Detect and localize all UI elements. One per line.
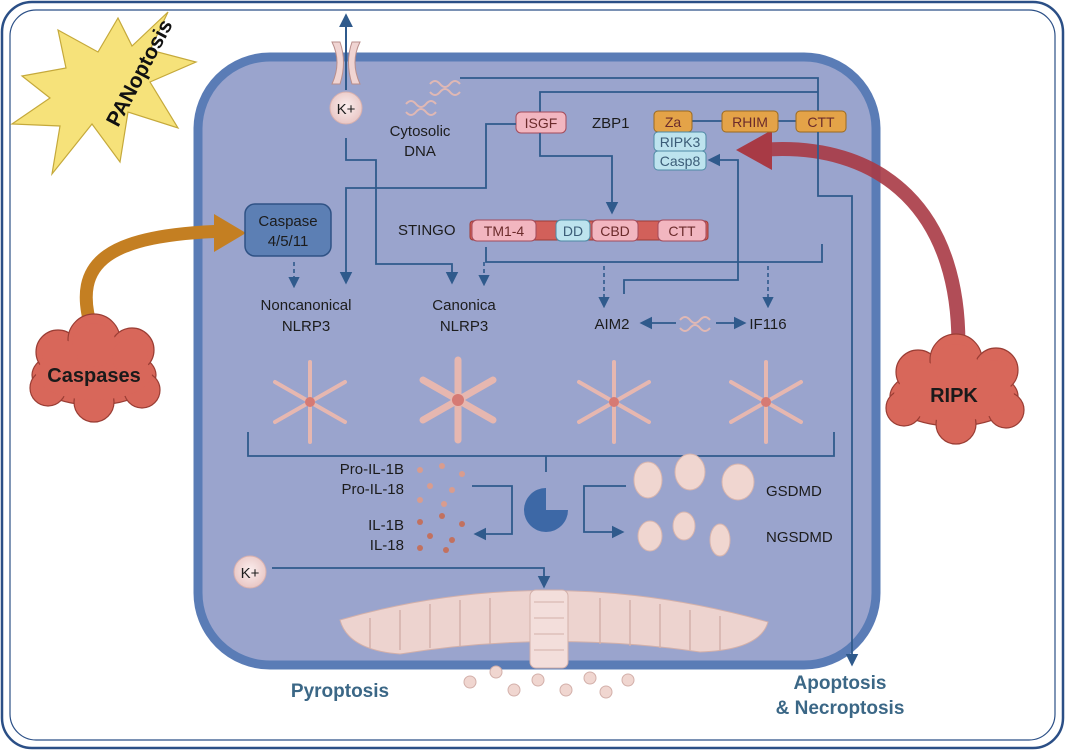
- zbp1-label: ZBP1: [592, 115, 630, 132]
- ngsdmd-fragment-icons: [637, 511, 731, 557]
- cleavage-arrows: [472, 485, 626, 541]
- ripk-arrow-shaft: [753, 142, 966, 367]
- cbd-domain: [591, 219, 639, 242]
- gsdmd-label: GSDMD: [766, 483, 822, 500]
- caspases-arrow-head: [214, 214, 246, 252]
- canonical-nlrp3-label: NLRP3: [440, 318, 488, 335]
- noncanonical-label: Noncanonical: [261, 297, 352, 314]
- ripk3-label: RIPK3: [660, 134, 701, 150]
- pathway-arrows: [272, 123, 859, 667]
- pro-il1b-label: Pro-IL-1B: [340, 461, 404, 478]
- aim2-label: AIM2: [594, 316, 629, 333]
- gsdmd-pore: [339, 589, 769, 669]
- cytokine-dots: [417, 463, 465, 553]
- ctt-zbp1-label: CTT: [807, 114, 835, 130]
- isgf-label: ISGF: [525, 115, 558, 131]
- k-ion-bottom: [233, 555, 267, 589]
- necroptosis-label: & Necroptosis: [776, 698, 905, 719]
- dna-icon: [405, 80, 461, 116]
- ctt-sting-label: CTT: [668, 223, 696, 239]
- apoptosis-label: Apoptosis: [794, 673, 887, 694]
- caspase-box: [244, 203, 332, 257]
- ngsdmd-label: NGSDMD: [766, 529, 833, 546]
- casp8-label: Casp8: [660, 153, 701, 169]
- dna-connectors: [460, 77, 819, 112]
- za-label: Za: [665, 114, 682, 130]
- ripk-label: RIPK: [930, 385, 978, 407]
- tm-label: TM1-4: [484, 223, 525, 239]
- rhim-domain: [721, 110, 779, 133]
- released-cytokines: [463, 665, 635, 699]
- k-ion-top: [329, 91, 363, 125]
- pro-il18-label: Pro-IL-18: [341, 481, 404, 498]
- caspase-box-line1: Caspase: [258, 213, 317, 230]
- dna-icon-small: [679, 316, 711, 332]
- cbd-label: CBD: [600, 223, 630, 239]
- inflammasome-complex-2: [419, 356, 497, 444]
- inflammasome-complex-4: [729, 360, 803, 444]
- il1b-label: IL-1B: [368, 517, 404, 534]
- dashed-arrows: [288, 262, 774, 309]
- canonical-label: Canonica: [432, 297, 496, 314]
- ripk-cloud: RIPK: [885, 333, 1025, 445]
- rhim-label: RHIM: [732, 114, 768, 130]
- k-plus-bottom-label: K+: [241, 565, 260, 582]
- ripk-arrow-head: [736, 130, 772, 170]
- gsdmd-protein-icons: [633, 453, 755, 501]
- cytosolic-label: Cytosolic: [390, 123, 451, 140]
- dna-label: DNA: [404, 143, 436, 160]
- noncanonical-nlrp3-label: NLRP3: [282, 318, 330, 335]
- inflammasome-complex-3: [577, 360, 651, 444]
- inner-frame: [9, 9, 1056, 741]
- caspases-arrow-shaft: [79, 224, 232, 337]
- isgf-domain: [515, 111, 567, 134]
- k-channel-top: [331, 41, 361, 85]
- caspase-box-line2: 4/5/11: [268, 233, 309, 250]
- if116-label: IF116: [749, 316, 786, 333]
- k-plus-top-label: K+: [337, 101, 356, 118]
- il18-label: IL-18: [370, 537, 404, 554]
- dd-label: DD: [563, 223, 583, 239]
- dd-domain: [555, 219, 591, 242]
- caspase1-pacman: [524, 488, 568, 532]
- caspases-label: Caspases: [47, 365, 140, 387]
- casp8-box: [653, 150, 707, 171]
- ctt-zbp1-domain: [795, 110, 847, 133]
- caspases-cloud: Caspases: [29, 313, 161, 423]
- pyroptosis-label: Pyroptosis: [291, 681, 389, 702]
- stingo-label: STINGO: [398, 222, 456, 239]
- ctt-sting-domain: [657, 219, 707, 242]
- complex-bracket: [247, 432, 835, 472]
- inflammasome-complex-1: [273, 360, 347, 444]
- tm-domain: [471, 219, 537, 242]
